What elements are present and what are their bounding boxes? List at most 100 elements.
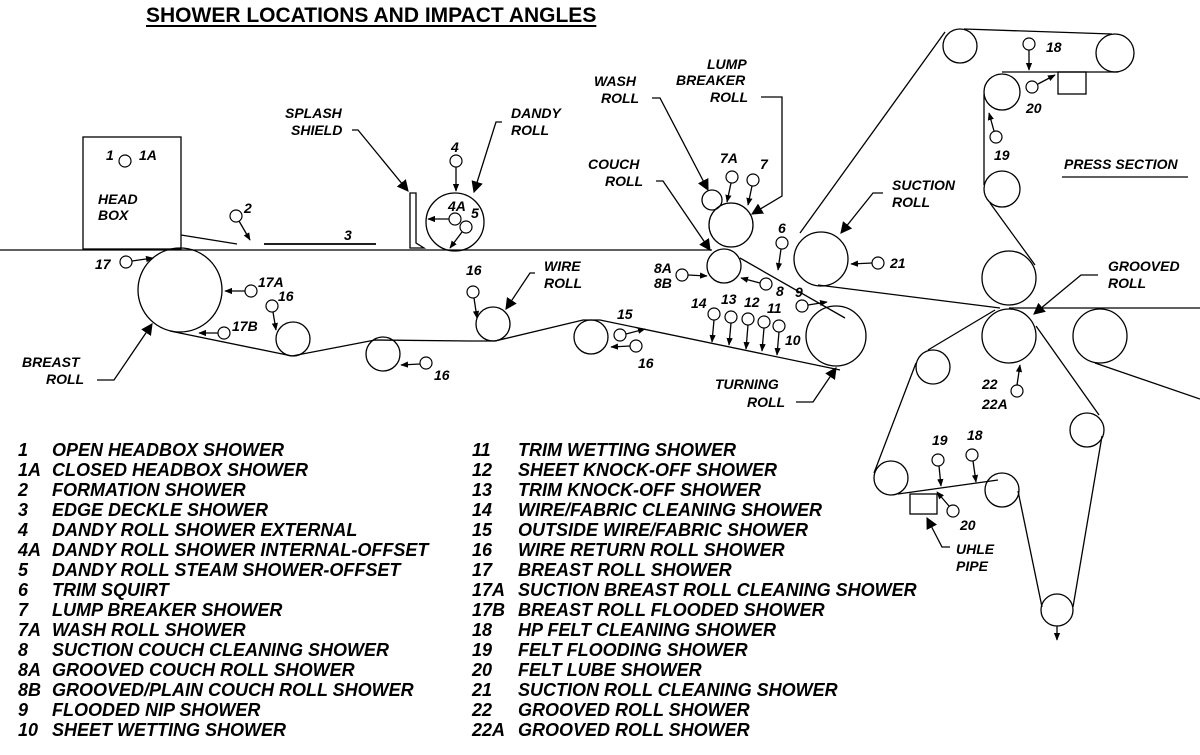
label-breaker: BREAKER [676,72,746,88]
legend-description: DANDY ROLL STEAM SHOWER-OFFSET [52,560,401,580]
dandy-roll [425,192,485,252]
legend-code: 7 [18,600,29,620]
shower-nozzle-12 [741,312,755,326]
shower-nozzle-8a [675,268,689,282]
legend-code: 4A [18,540,42,560]
shower-nozzle-7a [725,170,739,184]
legend-description: SUCTION BREAST ROLL CLEANING SHOWER [518,580,917,600]
spray-arrow-11 [759,327,766,352]
turning-roll [805,305,867,367]
legend-item: 5 DANDY ROLL STEAM SHOWER-OFFSET [18,560,428,580]
spray-arrow-10 [774,331,781,356]
grooved-roll-pointer [1033,274,1098,315]
diagram-title: SHOWER LOCATIONS AND IMPACT ANGLES [146,4,597,27]
shower-nozzle-4 [449,154,463,168]
shower-nozzle-8 [759,277,773,291]
spray-arrow-15 [625,327,646,335]
legend-code: 3 [18,500,29,520]
label-lump: LUMP [707,56,747,72]
legend-item: 4A DANDY ROLL SHOWER INTERNAL-OFFSET [18,540,428,560]
legend-description: FELT LUBE SHOWER [518,660,702,680]
marker-17b: 17B [232,318,258,334]
legend-code: 22A [472,720,506,740]
headbox [82,136,182,250]
legend-item: 16 WIRE RETURN ROLL SHOWER [472,540,917,560]
shower-nozzle-16c [466,285,480,299]
label-dandy: DANDY [511,105,562,121]
felt-run-d [1072,435,1103,608]
wire-return-roll-1 [275,321,311,357]
legend-code: 8A [18,660,42,680]
shower-nozzle-22 [1010,384,1024,398]
felt-roll-4 [983,170,1021,208]
shower-nozzle-1 [118,154,132,168]
marker-18a: 18 [1046,39,1062,55]
grooved-roll [981,308,1037,364]
felt-run-e [897,479,999,495]
legend-item: 17 BREAST ROLL SHOWER [472,560,917,580]
legend-description: DANDY ROLL SHOWER INTERNAL-OFFSET [52,540,429,560]
bottom-felt-roll-3 [873,460,909,496]
spray-arrow-5 [449,231,463,249]
couch-roll-pointer [656,180,711,251]
marker-9: 9 [795,284,803,300]
marker-16c: 16 [466,262,482,278]
shower-nozzle-11 [757,315,771,329]
legend-code: 17 [472,560,493,580]
bottom-felt-roll-2 [1069,412,1105,448]
marker-14: 14 [691,295,707,311]
legend-code: 10 [18,720,39,740]
label-grooved: GROOVED [1108,258,1180,274]
bottom-felt-roll-1 [915,349,951,385]
legend-description: WIRE RETURN ROLL SHOWER [518,540,785,560]
spray-arrow-7 [746,185,753,206]
spray-arrow-20a [1037,74,1056,85]
legend-code: 4 [18,520,29,540]
shower-nozzle-14 [707,307,721,321]
label-wash: WASH [594,73,637,89]
wire-return-roll-3 [573,319,609,355]
spray-arrow-12 [743,324,750,350]
legend-code: 21 [472,680,493,700]
label-pipe: PIPE [956,558,989,574]
spray-arrow-16a [271,311,278,331]
label-splash: SPLASH [285,105,343,121]
legend-description: FELT FLOODING SHOWER [518,640,748,660]
wire-roll-pointer [505,272,535,310]
suction-roll-pointer [840,192,883,234]
legend-code: 22 [472,700,493,720]
shower-nozzle-6 [775,236,789,250]
legend-description: DANDY ROLL SHOWER EXTERNAL [52,520,358,540]
label-wire-roll: ROLL [544,275,582,291]
label-breast: BREAST [22,354,81,370]
spray-arrow-2 [238,220,251,241]
spray-arrow-18b [971,460,979,483]
shower-nozzle-19a [989,130,1003,144]
shower-nozzle-4a [448,212,462,226]
legend-description: OPEN HEADBOX SHOWER [52,440,285,460]
legend-description: GROOVED/PLAIN COUCH ROLL SHOWER [52,680,414,700]
suction-roll [793,231,849,287]
label-couch-roll: ROLL [605,173,643,189]
marker-19a: 19 [994,147,1010,163]
legend-description: WIRE/FABRIC CLEANING SHOWER [518,500,822,520]
spray-arrow-16d [610,343,631,350]
spray-arrow-14 [709,319,716,343]
label-wash-roll: ROLL [601,90,639,106]
label-dandy-roll: ROLL [511,122,549,138]
legend-code: 5 [18,560,29,580]
shower-nozzle-13 [724,310,738,324]
legend-description: BREAST ROLL SHOWER [518,560,732,580]
bottom-felt-roll-4 [984,472,1020,508]
marker-7: 7 [760,156,769,172]
legend-code: 16 [472,540,493,560]
